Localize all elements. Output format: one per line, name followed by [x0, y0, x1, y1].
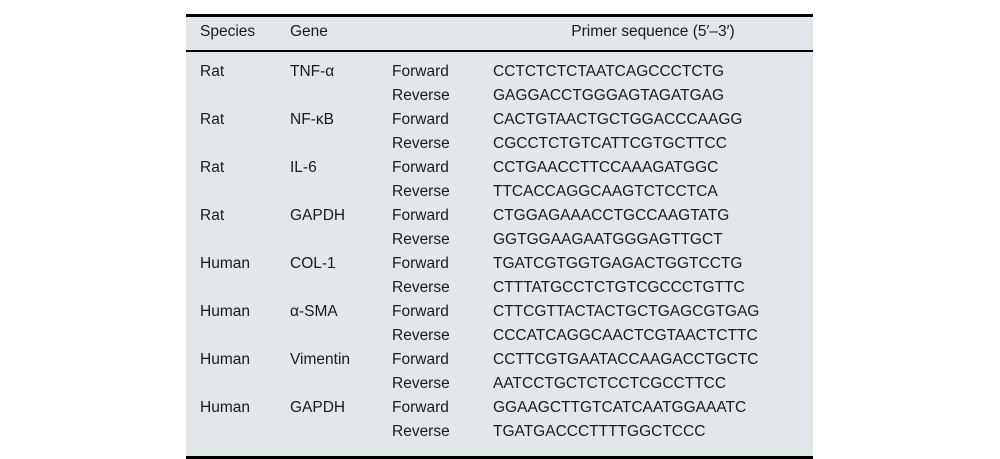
- table-row: Human α-SMA Forward CTTCGTTACTACTGCTGAGCGTG…: [186, 300, 813, 324]
- cell-direction-forward: Forward: [392, 351, 449, 368]
- cell-gene: NF-κB: [290, 111, 334, 128]
- table-row: Rat TNF-α Forward CCTCTCTCTAATCAGCCCTCTG: [186, 51, 813, 84]
- table-row: Human Vimentin Forward CCTTCGTGAATACCAAGACC…: [186, 348, 813, 372]
- cell-direction-reverse: Reverse: [392, 375, 450, 392]
- primer-table-container: Species Gene Primer sequence (5′–3′) Rat…: [186, 14, 813, 459]
- cell-species: Human: [200, 399, 250, 416]
- cell-direction-reverse: Reverse: [392, 231, 450, 248]
- table-row: Rat GAPDH Forward CTGGAGAAACCTGCCAAGTATG: [186, 204, 813, 228]
- cell-sequence-reverse: AATCCTGCTCTCCTCGCCTTCC: [493, 375, 727, 392]
- cell-direction-reverse: Reverse: [392, 327, 450, 344]
- primer-table: Species Gene Primer sequence (5′–3′) Rat…: [186, 17, 813, 456]
- cell-species: Human: [200, 351, 250, 368]
- cell-species: Rat: [200, 111, 225, 128]
- cell-direction-reverse: Reverse: [392, 87, 450, 104]
- cell-direction-reverse: Reverse: [392, 135, 450, 152]
- cell-direction-reverse: Reverse: [392, 183, 450, 200]
- cell-species: Rat: [200, 159, 225, 176]
- cell-gene: GAPDH: [290, 399, 346, 416]
- cell-species: Human: [200, 303, 250, 320]
- cell-sequence-reverse: GAGGACCTGGGAGTAGATGAG: [493, 87, 725, 104]
- table-bottom-spacer-cell: [186, 444, 813, 456]
- cell-sequence-forward: CCTCTCTCTAATCAGCCCTCTG: [493, 63, 725, 80]
- table-row: Reverse TGATGACCCTTTTGGCTCCC: [186, 420, 813, 444]
- cell-gene: α-SMA: [290, 303, 338, 320]
- cell-sequence-reverse: TGATGACCCTTTTGGCTCCC: [493, 423, 706, 440]
- table-row: Human GAPDH Forward GGAAGCTTGTCATCAATGGAAAT…: [186, 396, 813, 420]
- cell-gene: COL-1: [290, 255, 336, 272]
- table-row: Reverse AATCCTGCTCTCCTCGCCTTCC: [186, 372, 813, 396]
- cell-sequence-forward: CACTGTAACTGCTGGACCCAAGG: [493, 111, 743, 128]
- table-row: Reverse CCCATCAGGCAACTCGTAACTCTTC: [186, 324, 813, 348]
- table-bottom-spacer: [186, 444, 813, 456]
- cell-sequence-reverse: CTTTATGCCTCTGTCGCCCTGTTC: [493, 279, 745, 296]
- cell-gene: GAPDH: [290, 207, 346, 224]
- table-row: Reverse CGCCTCTGTCATTCGTGCTTCC: [186, 132, 813, 156]
- cell-sequence-forward: CCTTCGTGAATACCAAGACCTGCTC: [493, 351, 759, 368]
- cell-sequence-forward: CTGGAGAAACCTGCCAAGTATG: [493, 207, 730, 224]
- table-row: Reverse CTTTATGCCTCTGTCGCCCTGTTC: [186, 276, 813, 300]
- table-row: Reverse GAGGACCTGGGAGTAGATGAG: [186, 84, 813, 108]
- cell-gene: Vimentin: [290, 351, 351, 368]
- cell-species: Rat: [200, 207, 225, 224]
- cell-species: Human: [200, 255, 250, 272]
- cell-direction-forward: Forward: [392, 303, 449, 320]
- cell-direction-reverse: Reverse: [392, 423, 450, 440]
- cell-sequence-reverse: CCCATCAGGCAACTCGTAACTCTTC: [493, 327, 758, 344]
- cell-sequence-forward: GGAAGCTTGTCATCAATGGAAATC: [493, 399, 747, 416]
- column-header-primer-sequence: Primer sequence (5′–3′): [493, 17, 813, 52]
- cell-sequence-reverse: TTCACCAGGCAAGTCTCCTCA: [493, 183, 718, 200]
- table-row: Human COL-1 Forward TGATCGTGGTGAGACTGGTCCTG: [186, 252, 813, 276]
- cell-direction-forward: Forward: [392, 399, 449, 416]
- cell-direction-forward: Forward: [392, 207, 449, 224]
- table-row: Reverse TTCACCAGGCAAGTCTCCTCA: [186, 180, 813, 204]
- table-header: Species Gene Primer sequence (5′–3′): [186, 17, 813, 52]
- cell-direction-reverse: Reverse: [392, 279, 450, 296]
- cell-sequence-reverse: GGTGGAAGAATGGGAGTTGCT: [493, 231, 723, 248]
- cell-gene: IL-6: [290, 159, 317, 176]
- column-header-gene: Gene: [276, 17, 392, 52]
- cell-sequence-reverse: CGCCTCTGTCATTCGTGCTTCC: [493, 135, 727, 152]
- cell-direction-forward: Forward: [392, 255, 449, 272]
- cell-gene: TNF-α: [290, 63, 335, 80]
- cell-sequence-forward: CCTGAACCTTCCAAAGATGGC: [493, 159, 719, 176]
- table-row: Rat NF-κB Forward CACTGTAACTGCTGGACCCAAGG: [186, 108, 813, 132]
- cell-sequence-forward: CTTCGTTACTACTGCTGAGCGTGAG: [493, 303, 760, 320]
- table-header-row: Species Gene Primer sequence (5′–3′): [186, 17, 813, 52]
- column-header-direction: [392, 17, 493, 52]
- cell-direction-forward: Forward: [392, 111, 449, 128]
- cell-sequence-forward: TGATCGTGGTGAGACTGGTCCTG: [493, 255, 743, 272]
- column-header-species: Species: [186, 17, 276, 52]
- cell-direction-forward: Forward: [392, 159, 449, 176]
- cell-species: Rat: [200, 63, 225, 80]
- table-row: Reverse GGTGGAAGAATGGGAGTTGCT: [186, 228, 813, 252]
- cell-direction-forward: Forward: [392, 63, 449, 80]
- table-row: Rat IL-6 Forward CCTGAACCTTCCAAAGATGGC: [186, 156, 813, 180]
